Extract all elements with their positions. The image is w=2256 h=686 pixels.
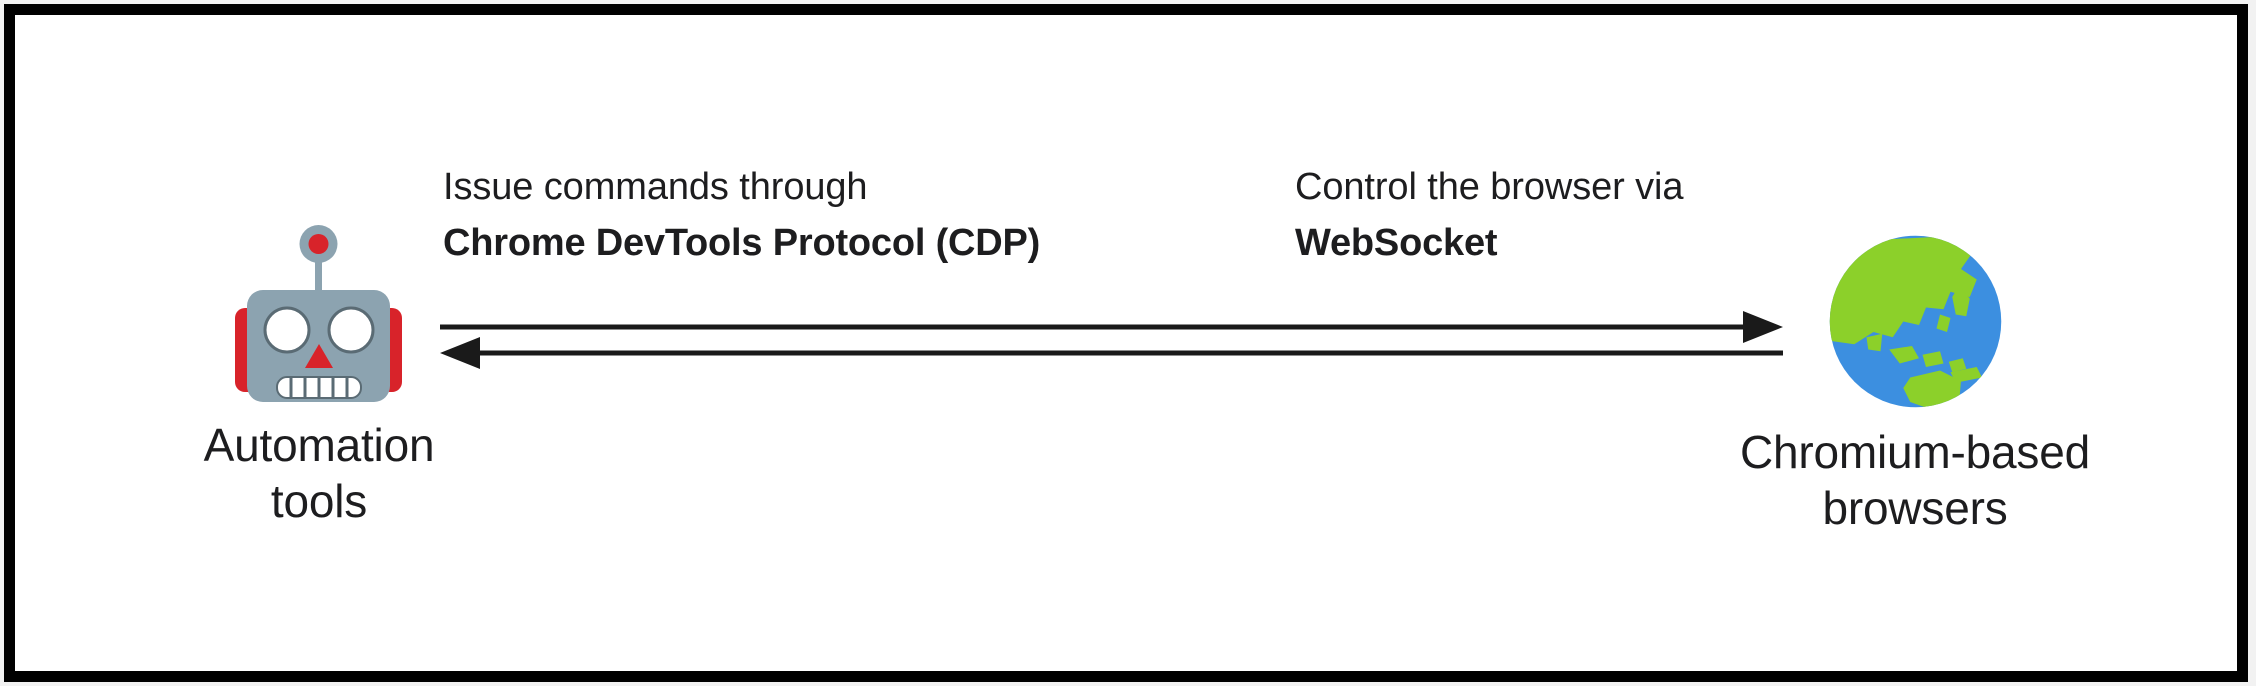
annotation-websocket-line1: Control the browser via [1295,166,1684,208]
annotation-websocket-line2: WebSocket [1295,222,1498,265]
annotation-cdp-line1: Issue commands through [443,166,868,208]
arrow-reverse [440,337,1783,369]
annotation-cdp: Issue commands through Chrome DevTools P… [443,163,1040,269]
node-label-chromium-browsers: Chromium-based browsers [1740,426,2090,534]
diagram-frame: Automation tools [4,4,2248,682]
arrow-forward [440,311,1783,343]
node-automation-tools: Automation tools [133,220,505,560]
annotation-websocket: Control the browser via WebSocket [1295,163,1684,269]
globe-icon [1675,227,2155,409]
robot-icon [133,220,505,402]
node-label-automation-tools: Automation tools [203,419,435,527]
annotation-cdp-line2: Chrome DevTools Protocol (CDP) [443,222,1041,265]
node-chromium-browsers: Chromium-based browsers [1675,227,2155,567]
